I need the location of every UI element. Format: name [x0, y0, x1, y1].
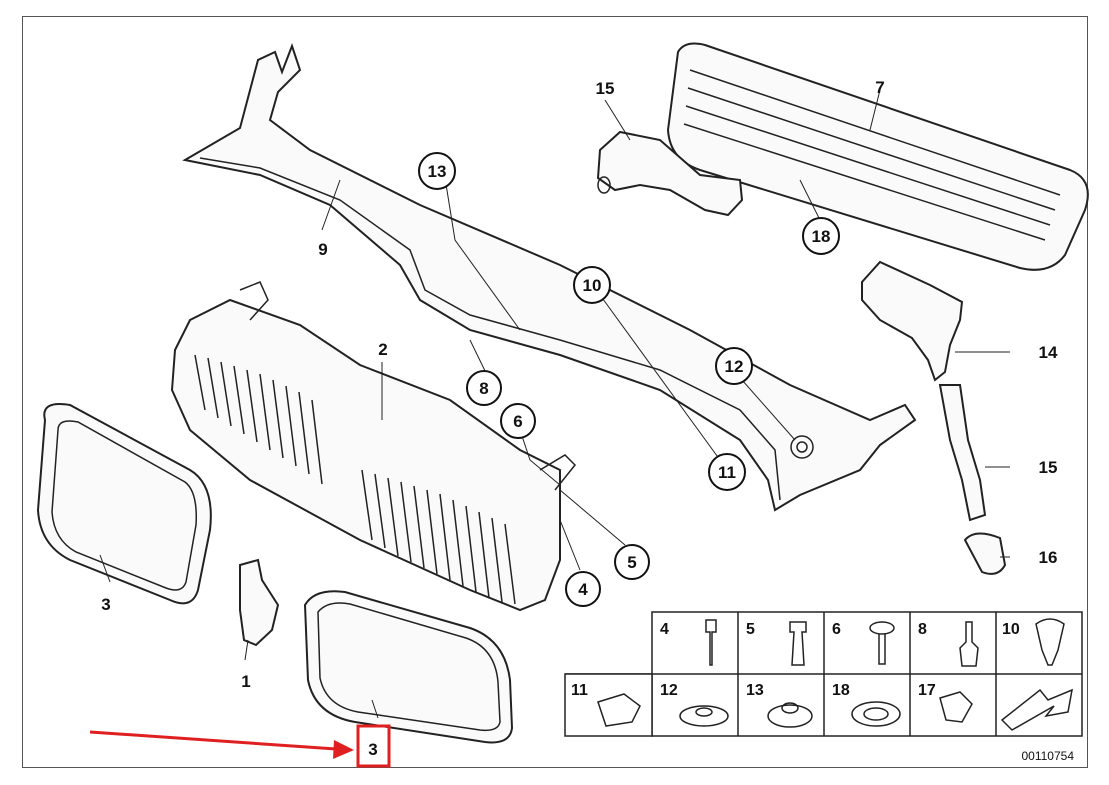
screw-6-icon	[869, 621, 895, 665]
callout-5: 5	[614, 544, 650, 580]
callout-12: 12	[715, 347, 753, 385]
clip-5-icon	[789, 621, 807, 666]
callout-7: 7	[875, 78, 884, 97]
table-cell-6: 6	[832, 621, 841, 638]
grille-carrier-part	[170, 281, 577, 612]
grille-frame-right-part	[303, 590, 514, 744]
callout-18: 18	[802, 217, 840, 255]
grommet-13-icon	[767, 702, 813, 728]
callout-9: 9	[318, 240, 327, 259]
right-kidney-slats	[361, 469, 516, 605]
grommet-18-icon	[851, 701, 901, 727]
svg-text:13: 13	[428, 162, 447, 181]
table-cell-13: 13	[746, 682, 764, 699]
table-cell-4: 4	[660, 621, 669, 638]
callout-3-left: 3	[101, 595, 110, 614]
clip-10-icon	[1035, 618, 1065, 666]
svg-text:5: 5	[627, 553, 636, 572]
air-duct-right-part	[861, 260, 964, 382]
callout-10: 10	[573, 266, 611, 304]
pin-8-icon	[959, 621, 979, 667]
callout-13: 13	[418, 152, 456, 190]
table-cell-5: 5	[746, 621, 755, 638]
cowl-panel-part	[182, 43, 917, 512]
callout-1: 1	[241, 672, 250, 691]
callout-15-right: 15	[1039, 458, 1058, 477]
air-duct-upper-part	[596, 130, 744, 217]
table-cell-8: 8	[918, 621, 927, 638]
grommet-12-icon	[679, 705, 729, 727]
center-trim-part	[239, 558, 280, 647]
svg-text:10: 10	[583, 276, 602, 295]
arrow-icon	[1000, 688, 1073, 731]
svg-text:11: 11	[718, 463, 736, 482]
screw-4-icon	[705, 619, 717, 666]
table-cell-11: 11	[571, 682, 588, 699]
table-cell-10: 10	[1002, 621, 1020, 638]
table-cell-17: 17	[918, 682, 936, 699]
svg-text:18: 18	[812, 227, 831, 246]
clip-11-icon	[597, 693, 641, 727]
drawing-code: 00110754	[1022, 749, 1075, 763]
callout-8: 8	[466, 370, 502, 406]
svg-text:6: 6	[513, 412, 522, 431]
svg-text:8: 8	[479, 379, 488, 398]
grille-frame-left-part	[36, 403, 212, 605]
clip-17-icon	[939, 691, 973, 723]
hose-part	[938, 384, 987, 522]
callout-4: 4	[565, 571, 601, 607]
table-cell-18: 18	[832, 682, 850, 699]
callout-2: 2	[378, 340, 387, 359]
callout-6: 6	[500, 403, 536, 439]
table-cell-12: 12	[660, 682, 678, 699]
red-annotation	[89, 724, 391, 768]
callout-16: 16	[1039, 548, 1058, 567]
leader-lines	[99, 89, 1010, 719]
hose-end-part	[963, 532, 1007, 575]
svg-text:4: 4	[578, 580, 588, 599]
callout-14: 14	[1039, 343, 1058, 362]
svg-text:12: 12	[725, 357, 744, 376]
callout-11: 11	[708, 453, 746, 491]
highlight-box	[356, 724, 391, 768]
fastener-table: 4 5 6 8 10 11 12 13 18 17 00110754	[564, 611, 1083, 763]
callout-15-upper: 15	[596, 79, 615, 98]
left-kidney-slats	[194, 354, 323, 485]
callout-3-right: 3	[368, 740, 377, 759]
